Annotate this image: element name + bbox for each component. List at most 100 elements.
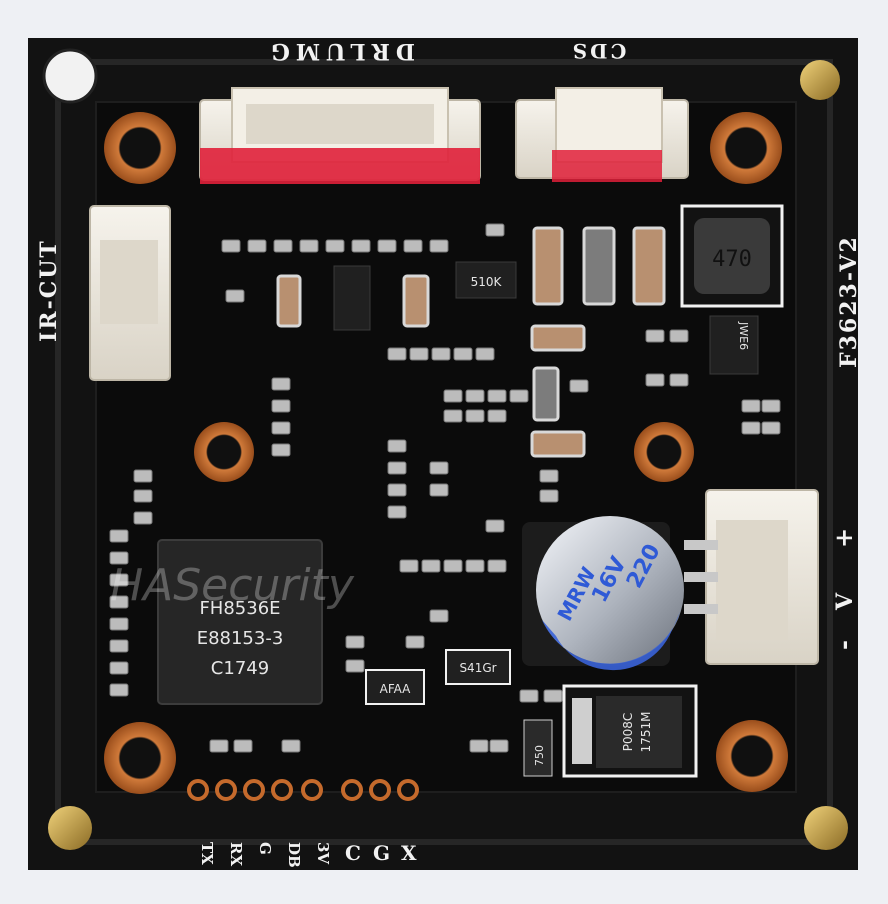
smd-part [485,223,505,237]
smd-part [109,595,129,609]
ceramic-capacitor [632,226,666,306]
pin-label: G [256,842,274,855]
pin-label: DB [285,842,303,868]
smd-part [761,421,781,435]
copper-ring [104,112,176,184]
inductor: 470 [680,204,784,308]
smd-part [443,409,463,423]
svg-text:P008C: P008C [621,713,635,752]
smd-components [109,223,781,753]
smd-part [387,483,407,497]
smd-part [429,609,449,623]
drlumg-label: DRLUMG [265,38,415,64]
smd-part [469,739,489,753]
pin-pad [187,779,209,801]
smd-part [487,389,507,403]
ic-510k: 510K [455,261,517,299]
smd-part [377,239,397,253]
smd-part [403,239,423,253]
smd-part [465,409,485,423]
smd-part [741,399,761,413]
smd-part [429,483,449,497]
smd-part [387,439,407,453]
smd-part [543,689,563,703]
pin-label: TX [198,842,216,865]
smd-part [109,573,129,587]
smd-part [487,409,507,423]
smd-part [443,389,463,403]
pin-label: X [401,841,417,865]
svg-text:510K: 510K [471,275,503,289]
chip-line-2: E88153-3 [197,628,284,649]
corner-hole-top-left [42,48,98,104]
smd-part [645,373,665,387]
ic-jwe6: JWE6 [709,315,759,375]
copper-ring [716,720,788,792]
smd-part [489,739,509,753]
pin-label: G [373,841,390,865]
smd-part [429,461,449,475]
pin-pad [243,779,265,801]
smd-part [271,443,291,457]
smd-part [325,239,345,253]
smd-part [345,659,365,673]
screw-bottom-right [804,806,848,850]
smd-part [539,469,559,483]
pin-label: C [345,841,361,865]
smd-part [485,519,505,533]
ceramic-capacitor [402,274,430,328]
smd-part [133,469,153,483]
smd-part [387,347,407,361]
ircut-connector [89,205,171,381]
electrolytic-capacitor: MRW 16V 220 [522,516,684,671]
smd-part [109,683,129,697]
smd-part [453,347,473,361]
diode: P008C 1751M [562,684,698,778]
smd-part [271,421,291,435]
smd-part [271,399,291,413]
smd-part [271,377,291,391]
cds-label: CDS [570,39,627,63]
copper-ring [634,422,694,482]
smd-part [109,661,129,675]
smd-part [399,559,419,573]
smd-part [247,239,267,253]
ceramic-capacitor [582,226,616,306]
resistor-750: 750 [523,719,553,777]
svg-text:S41Gr: S41Gr [459,661,496,675]
watermark: HASecurity [110,560,355,611]
main-processor-chip: FH8536E E88153-3 C1749 [157,539,323,705]
pin-pad [341,779,363,801]
header-pin-pads [187,779,419,801]
smd-part [387,505,407,519]
power-connector [684,489,819,665]
svg-text:750: 750 [533,745,546,766]
chip-line-3: C1749 [211,658,269,679]
cds-connector [515,87,689,182]
model-label: F3623-V2 [836,235,862,368]
ic-s41gr: S41Gr [445,649,511,685]
smd-part [519,689,539,703]
ic-afaa: AFAA [365,669,425,705]
smd-part [429,239,449,253]
smd-part [209,739,229,753]
pin-label: 3V [314,842,332,864]
smd-part [409,347,429,361]
pin-pad [369,779,391,801]
pin-pad [215,779,237,801]
smd-part [345,635,365,649]
board-frame-trace [55,59,833,845]
smd-part [669,329,689,343]
smd-part [405,635,425,649]
smd-part [475,347,495,361]
screw-bottom-left [48,806,92,850]
screw-top-right [800,60,840,100]
drlumg-connector [199,87,481,184]
smd-part [465,389,485,403]
chip-line-1: FH8536E [199,598,280,619]
smd-part [133,511,153,525]
pin-pad [271,779,293,801]
